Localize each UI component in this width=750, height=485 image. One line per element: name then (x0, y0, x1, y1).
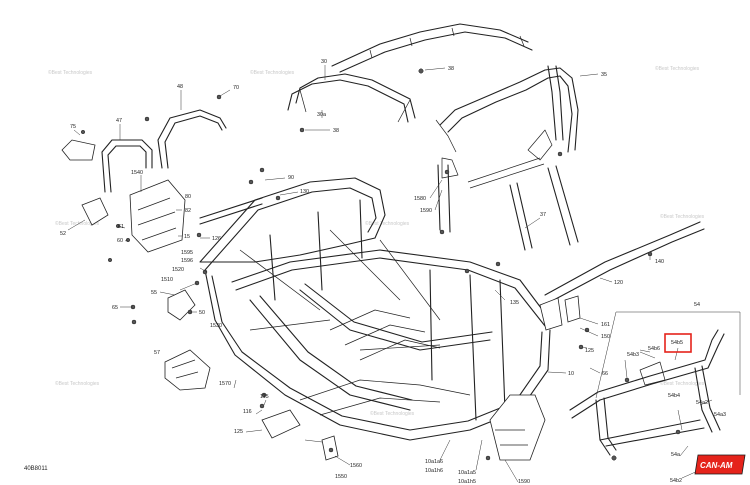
hardware (80, 68, 681, 461)
callout-54b5: 54b5 (671, 340, 683, 346)
callout-126: 126 (212, 236, 221, 242)
callout-135: 135 (510, 300, 519, 306)
callout-130: 130 (300, 189, 309, 195)
callout-10a1h6: 10a1h6 (425, 468, 443, 474)
callout-50: 50 (199, 310, 205, 316)
callout-61: 61 (118, 224, 124, 230)
callout-1520: 1520 (172, 267, 184, 273)
roll-cage (287, 23, 579, 251)
callout-10a1a6: 10a1a6 (425, 459, 443, 465)
main-frame (199, 177, 551, 461)
callout-48: 48 (177, 84, 183, 90)
callout-35: 35 (601, 72, 607, 78)
watermark: ©Best Technologies (55, 380, 100, 387)
watermark: ©Best Technologies (250, 69, 295, 76)
callout-70: 70 (233, 85, 239, 91)
callouts: 30 38 35 30a 38 48 70 75 47 1540 90 130 … (60, 59, 726, 485)
right-parts (539, 221, 741, 456)
watermark: ©Best Technologies (365, 220, 410, 227)
callout-65: 65 (112, 305, 118, 311)
callout-1530: 1530 (210, 323, 222, 329)
callout-1540: 1540 (131, 170, 143, 176)
callout-1590: 1590 (420, 208, 432, 214)
can-am-logo: CAN-AM (694, 454, 746, 475)
callout-161: 161 (601, 322, 610, 328)
callout-140: 140 (655, 259, 664, 265)
callout-125: 125 (585, 348, 594, 354)
callout-54b3: 54b3 (627, 352, 639, 358)
callout-90: 90 (288, 175, 294, 181)
callout-57: 57 (154, 350, 160, 356)
highlight-box (664, 333, 692, 353)
leader-lines (67, 65, 713, 483)
callout-82: 82 (185, 208, 191, 214)
callout-66: 66 (602, 371, 608, 377)
callout-1570: 1570 (219, 381, 231, 387)
callout-37: 37 (540, 212, 546, 218)
callout-1595: 1595 (181, 250, 193, 256)
callout-10a1a5: 10a1a5 (458, 470, 476, 476)
callout-30: 30 (321, 59, 327, 65)
callout-1510: 1510 (161, 277, 173, 283)
callout-30a: 30a (317, 112, 326, 118)
callout-10a1h5: 10a1h5 (458, 479, 476, 485)
callout-120: 120 (614, 280, 623, 286)
watermark: ©Best Technologies (370, 410, 415, 417)
callout-52: 52 (60, 231, 66, 237)
callout-54a3: 54a3 (714, 412, 726, 418)
callout-54a: 54a (671, 452, 680, 458)
callout-38: 38 (333, 128, 339, 134)
callout-38: 38 (448, 66, 454, 72)
watermark: ©Best Technologies (660, 380, 705, 387)
callout-54b6: 54b6 (648, 346, 660, 352)
callout-115: 115 (260, 394, 269, 400)
callout-15: 15 (184, 234, 190, 240)
callout-54a2: 54a2 (696, 400, 708, 406)
callout-1560: 1560 (350, 463, 362, 469)
watermark: ©Best Technologies (660, 213, 705, 220)
watermarks: ©Best Technologies ©Best Technologies ©B… (48, 65, 705, 417)
logo-text: CAN-AM (700, 461, 733, 470)
callout-54: 54 (694, 302, 700, 308)
callout-1580: 1580 (414, 196, 426, 202)
callout-54b4: 54b4 (668, 393, 680, 399)
diagram-code: 40B8011 (24, 466, 48, 472)
callout-125: 125 (234, 429, 243, 435)
watermark: ©Best Technologies (48, 69, 93, 76)
callout-60: 60 (117, 238, 123, 244)
callout-55: 55 (151, 290, 157, 296)
callout-150: 150 (601, 334, 610, 340)
callout-10: 10 (568, 371, 574, 377)
left-parts (61, 109, 339, 461)
callout-116: 116 (243, 409, 252, 415)
watermark: ©Best Technologies (55, 220, 100, 227)
callout-1596: 1596 (181, 258, 193, 264)
callout-75: 75 (70, 124, 76, 130)
callout-1590: 1590 (518, 479, 530, 485)
callout-47: 47 (116, 118, 122, 124)
callout-80: 80 (185, 194, 191, 200)
callout-54b2: 54b2 (670, 478, 682, 484)
callout-1550: 1550 (335, 474, 347, 480)
watermark: ©Best Technologies (655, 65, 700, 72)
group-bracket (616, 311, 741, 395)
